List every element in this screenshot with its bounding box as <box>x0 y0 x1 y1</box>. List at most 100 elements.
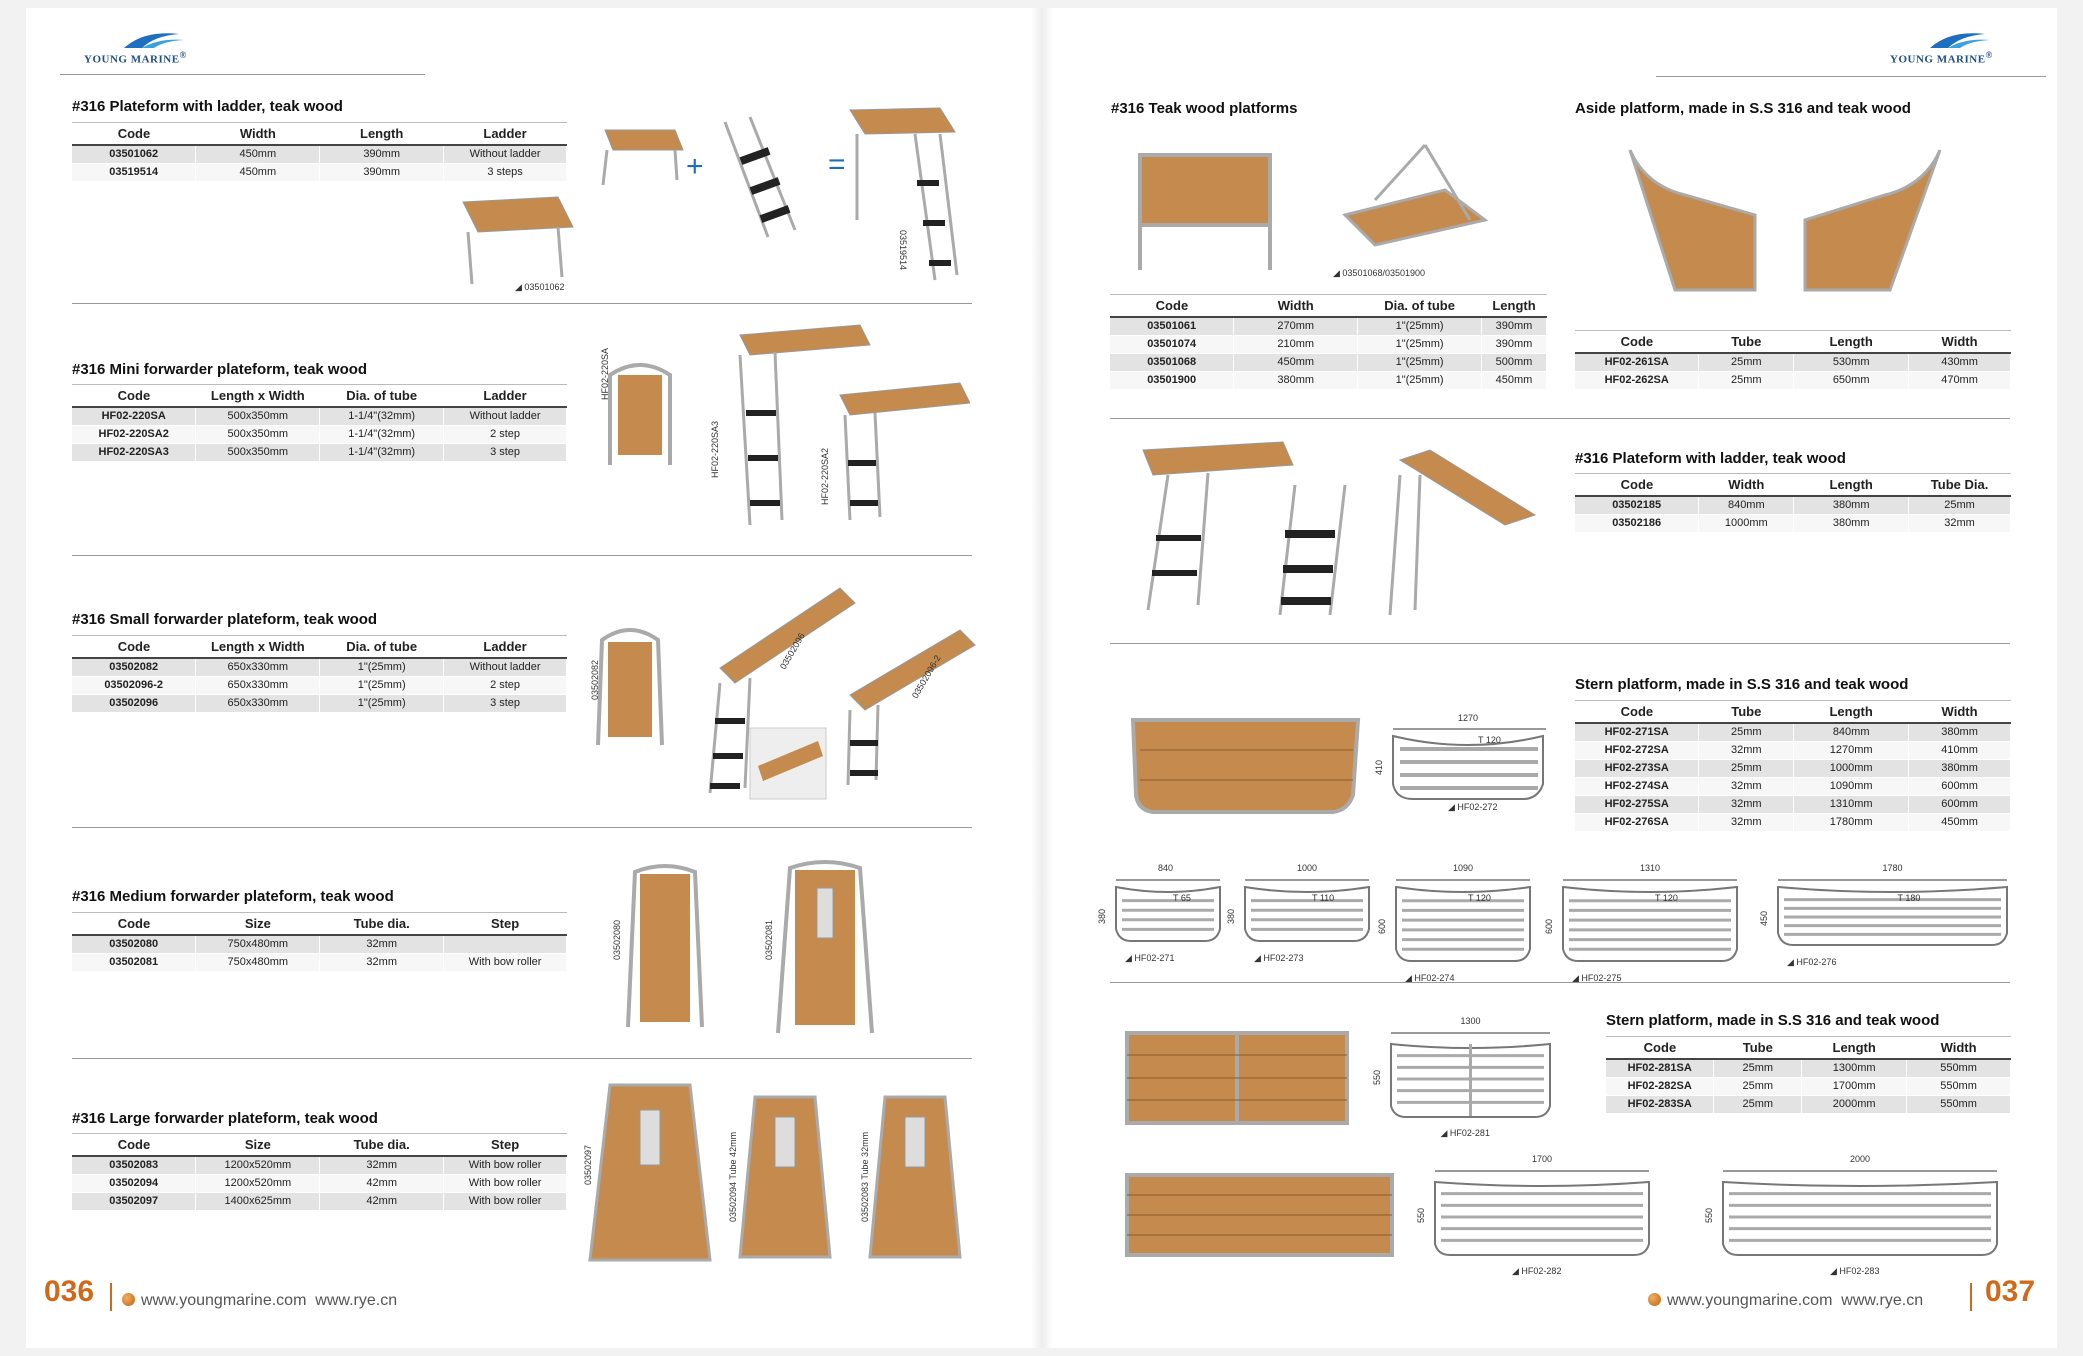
footer-bar <box>1970 1283 1972 1311</box>
equals-sign: = <box>828 148 846 181</box>
spec-cell: 500x350mm <box>195 443 321 462</box>
page-number-left: 036 <box>44 1275 95 1308</box>
mini-forwarder-image <box>608 363 672 465</box>
product-code: HF02-273SA <box>1575 759 1700 778</box>
website-link-2[interactable]: www.rye.cn <box>315 1292 398 1309</box>
column-header: Length x Width <box>195 384 320 408</box>
website-link[interactable]: www.youngmarine.com <box>1667 1292 1833 1309</box>
spec-cell: 1"(25mm) <box>319 658 445 677</box>
spec-cell: 380mm <box>1908 759 2011 778</box>
platform-with-ladder-image <box>849 107 959 281</box>
image-label: 03502083 Tube 32mm <box>860 1131 870 1222</box>
spec-cell: 650x330mm <box>195 694 321 713</box>
column-header: Code <box>1575 700 1699 724</box>
spec-cell: 32mm <box>319 935 445 954</box>
page-number-right: 037 <box>1985 1275 2036 1308</box>
small-forwarder-2step-image <box>846 629 976 786</box>
spec-cell: With bow roller <box>443 1156 567 1175</box>
dimension-height: 550 <box>1372 1069 1382 1085</box>
dimension-width: 1000 <box>1297 863 1318 873</box>
product-code: HF02-220SA3 <box>72 443 197 462</box>
stern-platform-281-image <box>1125 1031 1349 1125</box>
column-header: Step <box>443 912 567 936</box>
spec-cell: 450mm <box>1233 353 1359 372</box>
spec-cell: 1200x520mm <box>195 1156 321 1175</box>
mini-forwarder-2step-image <box>839 382 970 521</box>
product-code: 03501900 <box>1110 371 1235 390</box>
stern-drawing <box>1777 879 2008 946</box>
dimension-height: 380 <box>1226 908 1236 924</box>
column-header: Length <box>319 122 444 146</box>
image-label: ◢ 03501062 <box>515 282 565 292</box>
column-header: Code <box>72 122 196 146</box>
dimension-tread: T 180 <box>1897 893 1921 903</box>
column-header: Code <box>1575 473 1699 497</box>
spec-cell: 25mm <box>1698 371 1795 390</box>
section-divider <box>1110 982 2010 983</box>
spec-cell: 530mm <box>1793 353 1910 372</box>
column-header: Code <box>1606 1036 1714 1060</box>
spec-cell: 2 step <box>443 425 567 444</box>
column-header: Tube dia. <box>319 1133 444 1157</box>
section-title-teak-platforms: #316 Teak wood platforms <box>1111 100 1298 117</box>
spec-cell: 1"(25mm) <box>1357 335 1482 354</box>
spec-cell: 32mm <box>1908 514 2011 533</box>
dimension-width: 1300 <box>1460 1016 1481 1026</box>
stern-drawing <box>1390 1032 1551 1118</box>
spec-cell: 1"(25mm) <box>1357 353 1482 372</box>
spec-cell: 2000mm <box>1801 1095 1908 1114</box>
brand-logo-right: YOUNG MARINE® <box>1890 28 2010 66</box>
section-divider <box>72 1058 972 1059</box>
aside-platform-left-image <box>1628 149 1757 292</box>
spec-cell: 650x330mm <box>195 676 321 695</box>
header-rule-right <box>1656 76 2046 77</box>
spec-cell: With bow roller <box>443 1174 567 1193</box>
column-header: Code <box>72 384 196 408</box>
section-title-platform-ladder: #316 Plateform with ladder, teak wood <box>72 98 343 115</box>
spec-cell: 42mm <box>319 1192 445 1211</box>
image-label: 03502097 <box>583 1144 593 1185</box>
website-link-2[interactable]: www.rye.cn <box>1841 1292 1924 1309</box>
globe-icon <box>1648 1293 1661 1306</box>
section-title-medium-forwarder: #316 Medium forwarder plateform, teak wo… <box>72 888 394 905</box>
spec-cell: 1-1/4"(32mm) <box>319 425 445 444</box>
footer-urls-left[interactable]: www.youngmarine.com www.rye.cn <box>122 1292 397 1310</box>
footer-urls-right[interactable]: www.youngmarine.com www.rye.cn <box>1648 1292 1923 1310</box>
product-code: 03502186 <box>1575 514 1700 533</box>
platform-ladder-folded-image <box>1388 449 1537 616</box>
product-code: 03502094 <box>72 1174 197 1193</box>
spec-cell: Without ladder <box>443 407 567 426</box>
column-header: Width <box>1698 473 1794 497</box>
section-title-large-forwarder: #316 Large forwarder plateform, teak woo… <box>72 1110 378 1127</box>
product-code: HF02-283SA <box>1606 1095 1715 1114</box>
brand-name: YOUNG MARINE <box>84 53 180 66</box>
section-title-stern-platform-1: Stern platform, made in S.S 316 and teak… <box>1575 676 1909 693</box>
column-header: Length <box>1481 294 1547 318</box>
product-code: 03502096-2 <box>72 676 197 695</box>
spec-cell: 600mm <box>1908 777 2011 796</box>
column-header: Code <box>1575 330 1699 354</box>
column-header: Length x Width <box>195 635 320 659</box>
column-header: Width <box>1908 330 2011 354</box>
product-code: 03501068 <box>1110 353 1235 372</box>
dimension-width: 1090 <box>1453 863 1474 873</box>
column-header: Width <box>1908 700 2011 724</box>
column-header: Code <box>1110 294 1234 318</box>
wave-icon <box>1930 33 1990 48</box>
spec-cell: 32mm <box>319 1156 445 1175</box>
spec-cell: With bow roller <box>443 953 567 972</box>
spec-cell: 1090mm <box>1793 777 1910 796</box>
spec-cell: 840mm <box>1698 496 1795 515</box>
website-link[interactable]: www.youngmarine.com <box>141 1292 307 1309</box>
